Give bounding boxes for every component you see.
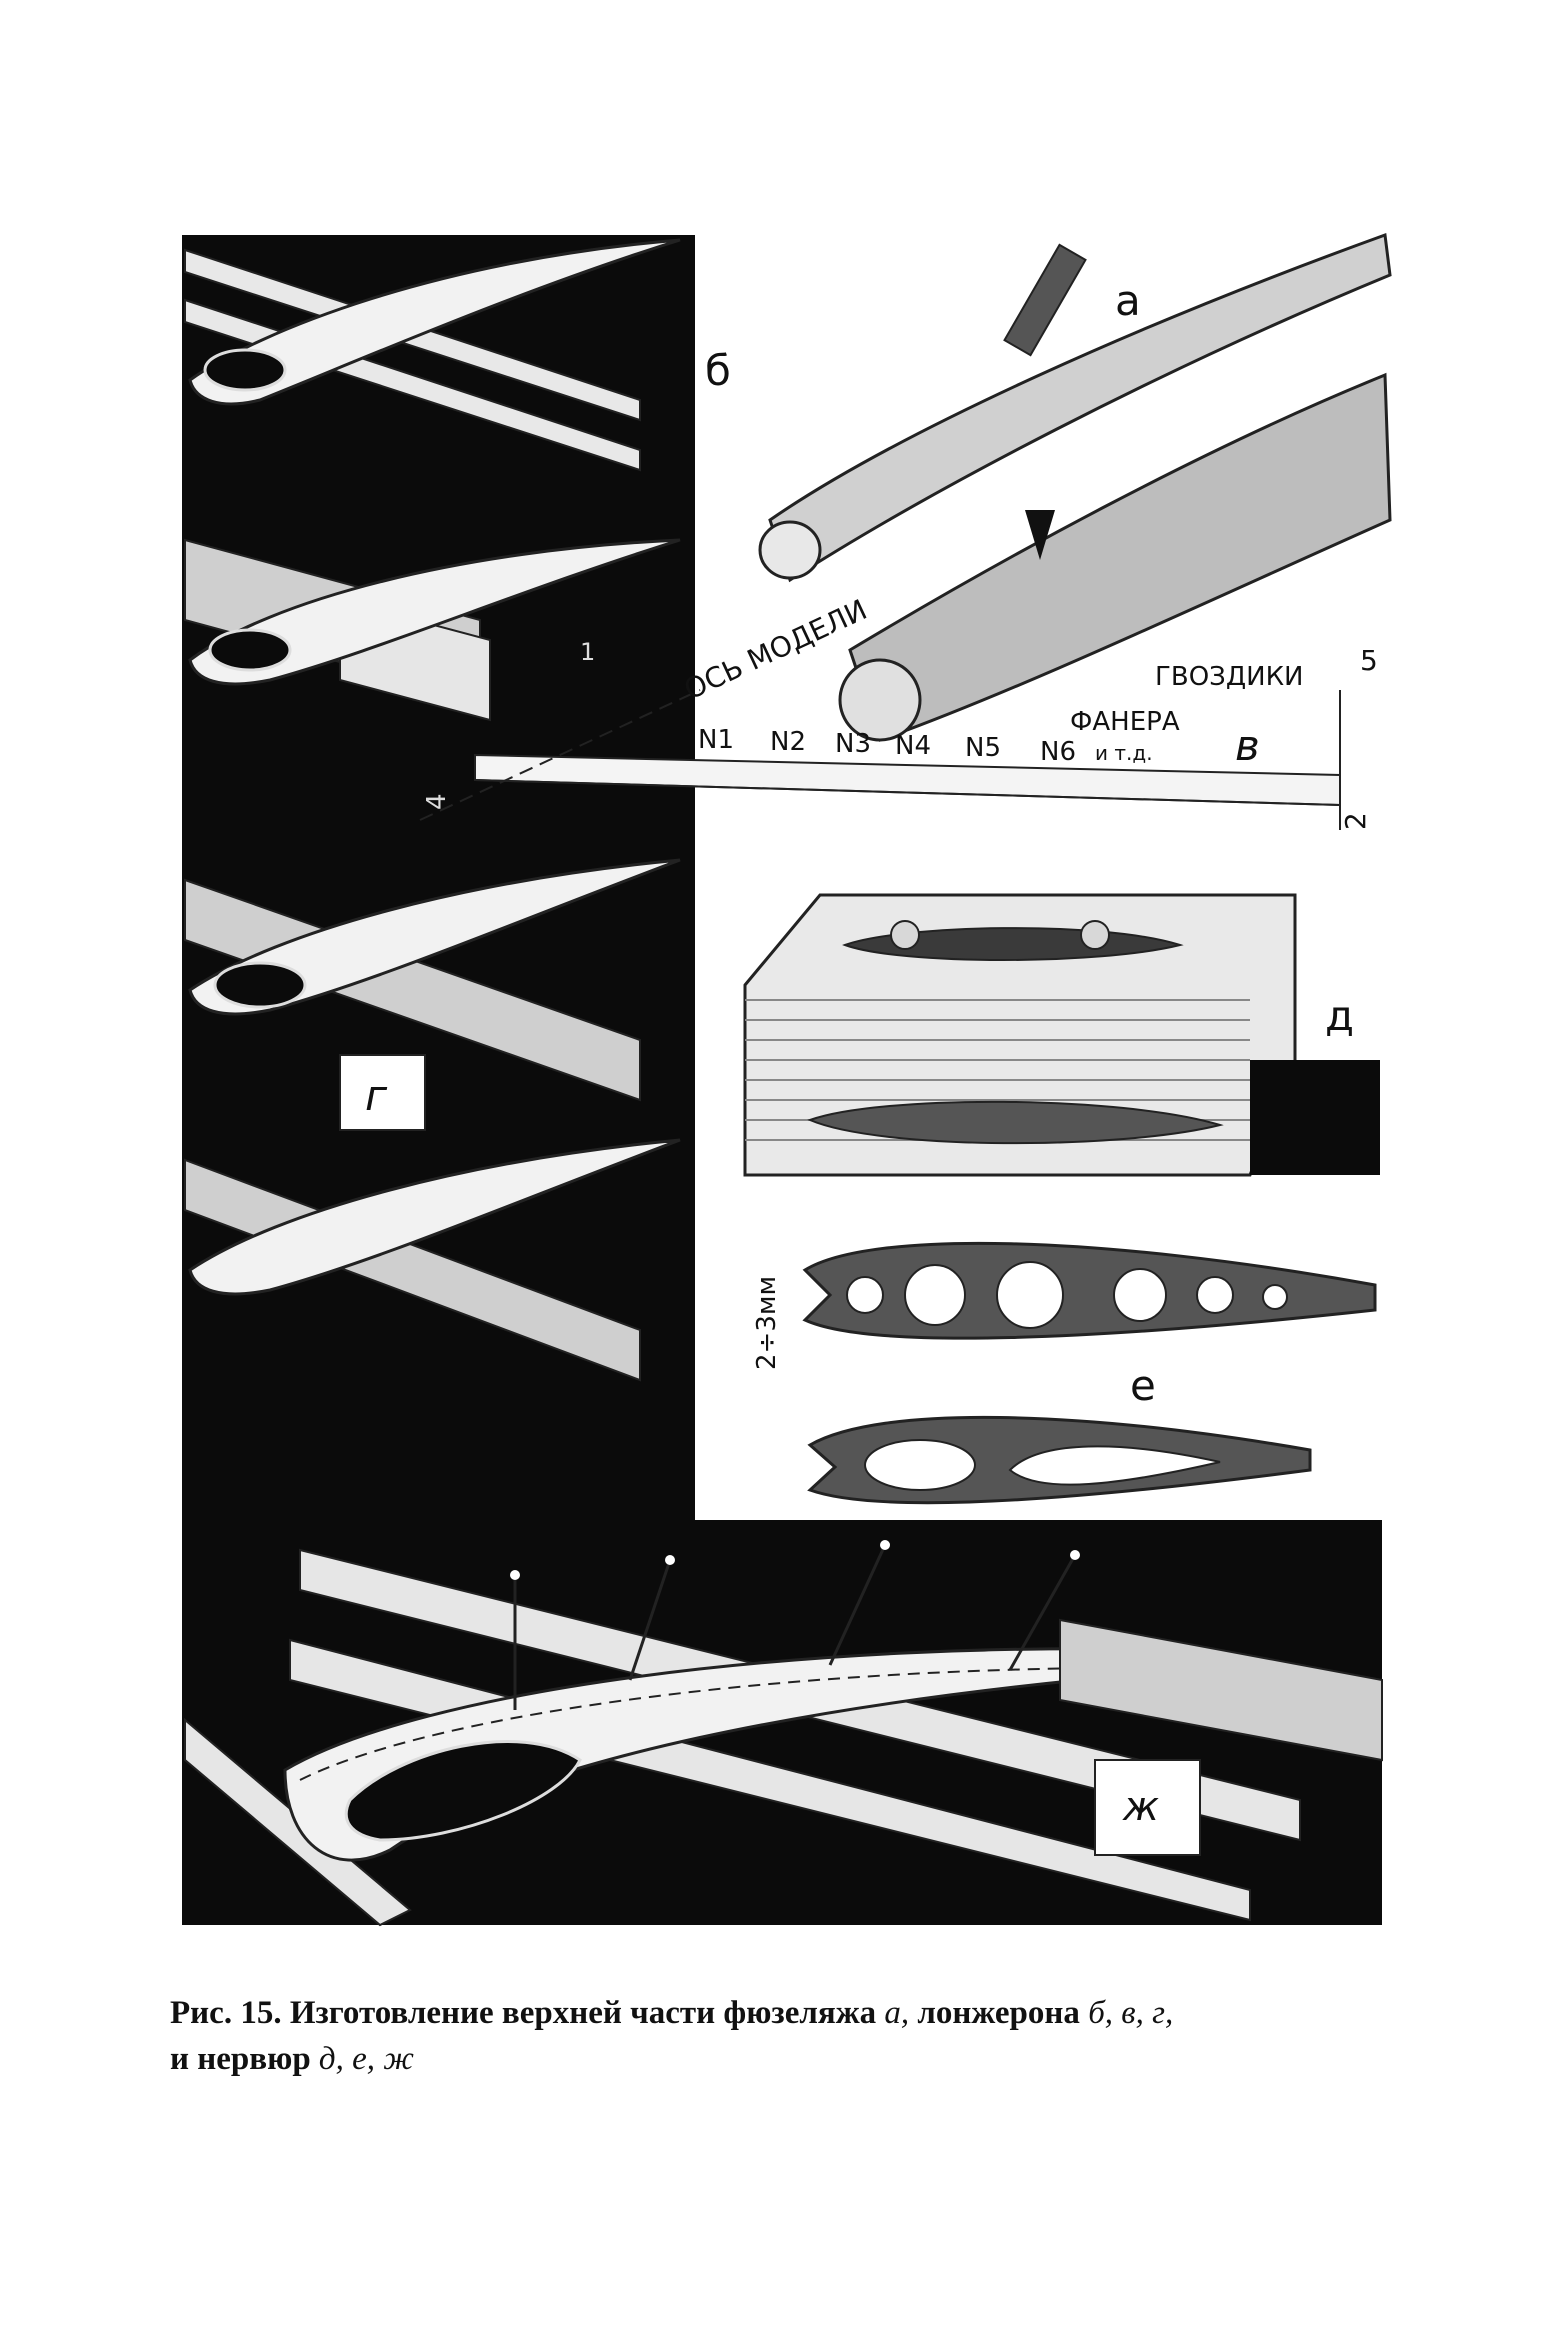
label-g: г (365, 1071, 388, 1120)
label-v: в (1235, 721, 1260, 770)
station-n2: N2 (770, 727, 806, 757)
label-b: б (705, 346, 731, 395)
label-e: е (1130, 1361, 1156, 1410)
rib-assembly-zh-drawing (184, 1540, 1383, 1927)
caption-prefix: Рис. 15. Изготовление верхней части фюзе… (170, 1995, 877, 2031)
caption-bvg: б, в, г, (1088, 1995, 1174, 2031)
station-n6: N6 (1040, 737, 1076, 767)
figure-caption: Рис. 15. Изготовление верхней части фюзе… (170, 1990, 1470, 2082)
spar-v-drawing (419, 689, 1341, 830)
caption-mid: лонжерона (917, 1995, 1080, 2031)
spar-b-drawing (184, 238, 681, 472)
annotation-dim-5: 5 (1360, 644, 1378, 677)
spar-b2-drawing (184, 538, 681, 722)
spar-g-drawing (184, 858, 681, 1382)
rib-block-d-drawing (743, 893, 1380, 1177)
annotation-dim-4: 4 (422, 793, 452, 810)
annotation-dim-2: 2 (1339, 812, 1372, 830)
annotation-plywood: ФАНЕРА (1070, 707, 1180, 737)
label-d: д (1325, 991, 1354, 1040)
station-n3: N3 (835, 729, 871, 759)
caption-and: и нервюр (170, 2041, 311, 2077)
label-a: а (1115, 276, 1141, 325)
label-box-g (339, 1054, 426, 1131)
station-n5: N5 (965, 733, 1001, 763)
label-box-zh (1094, 1759, 1201, 1856)
annotation-etc: и т.д. (1095, 741, 1153, 765)
annotation-nails: ГВОЗДИКИ (1155, 662, 1304, 692)
caption-a: а, (884, 1995, 910, 2031)
fuselage-a-drawing (758, 232, 1392, 742)
annotation-dim-gap: 2÷3мм (752, 1276, 782, 1370)
station-n1: N1 (698, 725, 734, 755)
label-zh: ж (1122, 1784, 1159, 1830)
station-n4: N4 (895, 731, 931, 761)
ribs-e-drawing (802, 1241, 1377, 1505)
caption-dez: д, е, ж (318, 2041, 414, 2077)
annotation-dim-1: 1 (580, 638, 595, 666)
